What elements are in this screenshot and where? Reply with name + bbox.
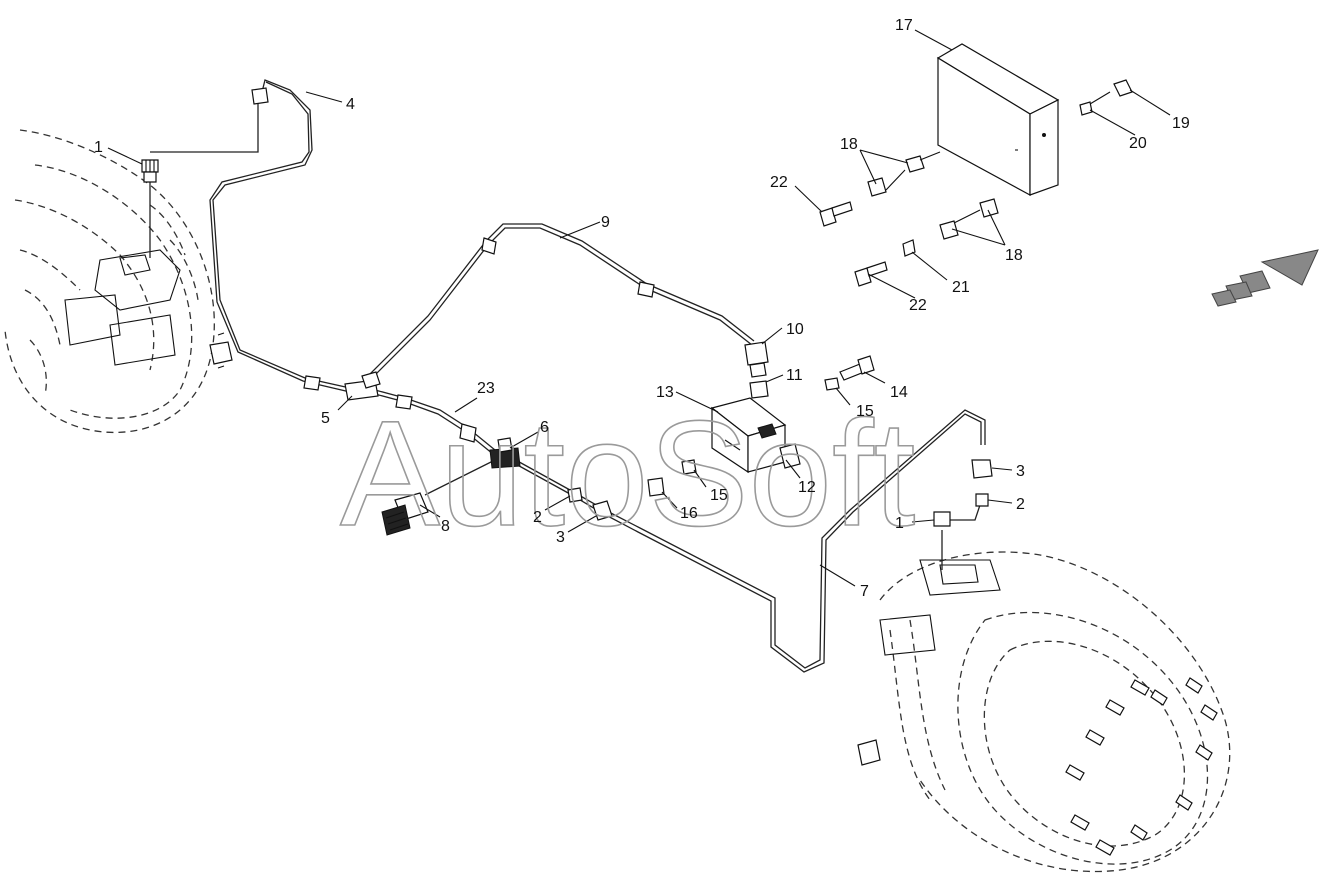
callout-17: 17 xyxy=(895,17,913,34)
callout-13: 13 xyxy=(656,384,674,401)
callout-labels: 1 4 5 9 10 11 13 14 15 12 15 16 23 6 8 2… xyxy=(94,17,1190,600)
callout-21: 21 xyxy=(952,279,970,296)
spacer-18-a xyxy=(905,155,925,173)
callout-3-left: 3 xyxy=(556,529,565,546)
washer-11 xyxy=(749,380,769,399)
pipe-9-nut-a xyxy=(481,237,497,255)
spacer-18-b xyxy=(867,177,887,197)
leader-lines xyxy=(107,29,1171,587)
callout-19: 19 xyxy=(1172,115,1190,132)
callout-15-lower: 15 xyxy=(710,487,728,504)
callout-2-left: 2 xyxy=(533,509,542,526)
watermark: AutoSoft xyxy=(340,389,915,557)
washer-20 xyxy=(1079,101,1093,116)
pressure-sensor-8 xyxy=(381,492,429,536)
callout-22-upper: 22 xyxy=(770,174,788,191)
tee-5 xyxy=(303,371,381,401)
bolt-22-b xyxy=(854,267,872,287)
left-wheel-hub xyxy=(4,129,233,434)
pipe-23-nut-b xyxy=(459,423,477,443)
callout-1-right: 1 xyxy=(895,515,904,532)
wheel-studs xyxy=(1065,677,1218,856)
callout-16: 16 xyxy=(680,505,698,522)
callout-11: 11 xyxy=(786,367,803,384)
callout-14: 14 xyxy=(890,384,908,401)
washer-2-right xyxy=(975,493,989,507)
callout-23: 23 xyxy=(477,380,495,397)
pipe-23-nut-a xyxy=(395,394,413,410)
callout-10: 10 xyxy=(786,321,804,338)
callout-3-right: 3 xyxy=(1016,463,1025,480)
valve-block-13 xyxy=(710,397,787,474)
callout-20: 20 xyxy=(1129,135,1147,152)
pipe-nut xyxy=(251,87,269,105)
washer-15-a xyxy=(824,377,840,391)
bracket-17 xyxy=(936,43,1060,197)
fittings xyxy=(141,87,993,536)
callout-2-right: 2 xyxy=(1016,496,1025,513)
bleed-nipple-right xyxy=(933,511,951,527)
callout-1-left: 1 xyxy=(94,139,103,156)
spacer-18-d xyxy=(979,198,999,218)
bracket-hardware xyxy=(819,79,1133,287)
tee-6 xyxy=(489,437,521,469)
direction-arrow-icon xyxy=(1211,249,1319,307)
bleed-nipple-left xyxy=(141,159,159,183)
bolt-22-a xyxy=(819,207,837,227)
callout-22-lower: 22 xyxy=(909,297,927,314)
callout-5: 5 xyxy=(321,410,330,427)
callout-9: 9 xyxy=(601,214,610,231)
brake-pipes xyxy=(149,79,986,673)
fitting-12 xyxy=(779,443,801,469)
nut-19 xyxy=(1113,79,1133,97)
right-wheel-hub xyxy=(857,551,1231,873)
callout-15-upper: 15 xyxy=(856,403,874,420)
callout-7: 7 xyxy=(860,583,869,600)
callout-18-lower: 18 xyxy=(1005,247,1023,264)
pipe-9-nut-b xyxy=(637,281,655,298)
nut-3 xyxy=(592,500,613,521)
callout-12: 12 xyxy=(798,479,816,496)
nut-3-right xyxy=(971,459,993,479)
callout-6: 6 xyxy=(540,419,549,436)
callout-4: 4 xyxy=(346,96,355,113)
union-10 xyxy=(744,341,769,378)
callout-18-upper: 18 xyxy=(840,136,858,153)
bolt-14 xyxy=(839,355,875,381)
washer-2 xyxy=(567,487,583,503)
callout-8: 8 xyxy=(441,518,450,535)
spacer-18-c xyxy=(939,220,959,240)
